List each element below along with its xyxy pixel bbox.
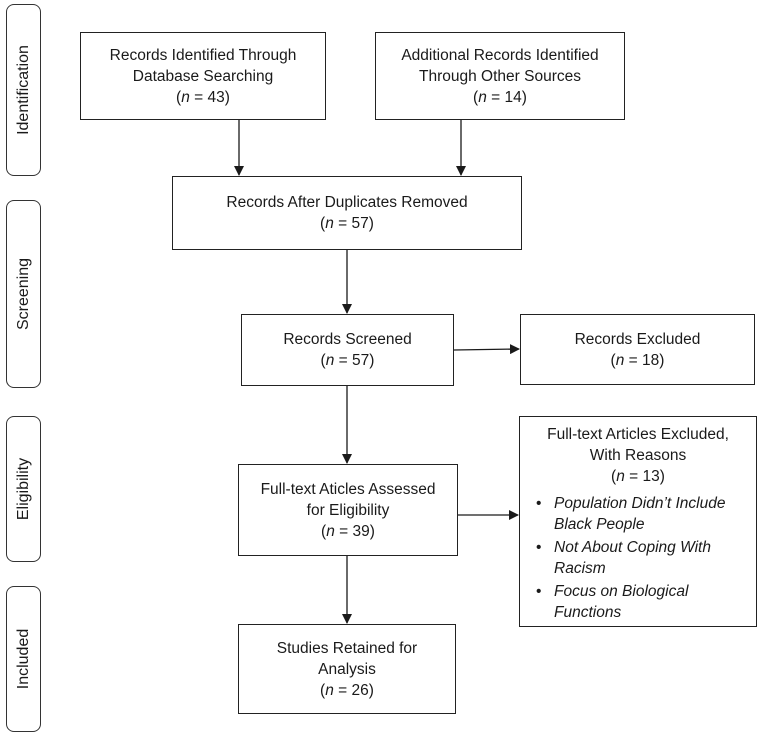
phase-included: Included [6,586,41,732]
bullet-icon: • [536,539,542,556]
records-screened-box: Records Screened (n = 57) [241,314,454,386]
n-symbol: n [325,215,334,232]
fulltext-excluded-line2: With Reasons [589,447,687,464]
records-excluded-count: (n = 18) [610,351,665,369]
phase-identification: Identification [6,4,41,176]
fulltext-assessed-line1: Full-text Aticles Assessed [260,480,436,498]
fulltext-assessed-line2: for Eligibility [306,501,390,519]
fulltext-excluded-box: Full-text Articles Excluded, With Reason… [519,416,757,627]
phase-eligibility: Eligibility [6,416,41,562]
fulltext-excluded-line1: Full-text Articles Excluded, [547,426,729,443]
records-after-duplicates-count: (n = 57) [320,215,374,232]
records-other-box: Additional Records Identified Through Ot… [375,32,625,120]
n-symbol: n [616,468,625,485]
records-screened-count: (n = 57) [320,352,375,369]
fulltext-assessed-box: Full-text Aticles Assessed for Eligibili… [238,464,458,556]
records-screened-line1: Records Screened [283,331,412,348]
studies-retained-line2: Analysis [318,660,376,678]
records-excluded-line1: Records Excluded [574,330,701,348]
records-database-line1: Records Identified Through [109,46,297,64]
fulltext-assessed-count: (n = 39) [321,522,375,540]
records-after-duplicates-line1: Records After Duplicates Removed [226,194,468,211]
n-symbol: n [325,352,335,369]
studies-retained-line1: Studies Retained for [276,639,418,657]
phase-screening: Screening [6,200,41,388]
records-after-duplicates-box: Records After Duplicates Removed (n = 57… [172,176,522,250]
fulltext-excluded-count: (n = 13) [611,468,665,485]
n-symbol: n [326,522,335,540]
studies-retained-count: (n = 26) [320,681,374,699]
n-symbol: n [615,351,625,369]
records-other-count: (n = 14) [473,88,527,106]
exclusion-reason-item: •Focus on Biological Functions [536,583,689,621]
records-database-count: (n = 43) [176,88,230,106]
n-symbol: n [181,88,190,106]
bullet-icon: • [536,495,542,512]
records-database-box: Records Identified Through Database Sear… [80,32,326,120]
records-database-line2: Database Searching [132,67,274,85]
n-symbol: n [478,88,487,106]
bullet-icon: • [536,583,542,600]
n-symbol: n [325,681,334,699]
records-other-line2: Through Other Sources [419,67,581,85]
records-other-line1: Additional Records Identified [401,46,599,64]
studies-retained-box: Studies Retained for Analysis (n = 26) [238,624,456,714]
arrow-screened-to-excluded [453,344,520,355]
records-excluded-box: Records Excluded (n = 18) [520,314,755,385]
